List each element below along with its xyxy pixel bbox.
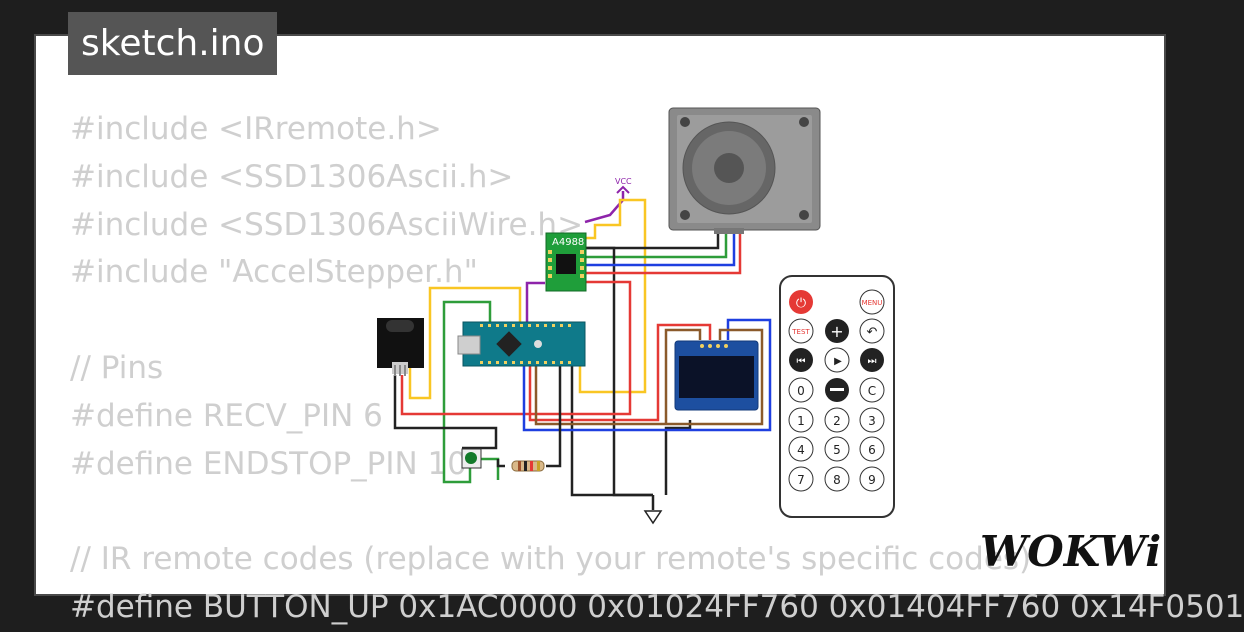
- digit-label: 1: [797, 414, 805, 428]
- wire-red-motor: [585, 232, 742, 275]
- code-background: #include <IRremote.h> #include <SSD1306A…: [70, 106, 1244, 632]
- ir-receiver[interactable]: [377, 318, 424, 376]
- stepper-motor[interactable]: [668, 107, 821, 234]
- digit-keypad: 1 2 3 4 5 6 7 8 9: [788, 407, 885, 492]
- minus-icon: [830, 388, 844, 391]
- code-line: #include <SSD1306AsciiWire.h>: [70, 206, 584, 243]
- wire-black-nano: [570, 366, 653, 497]
- digit-button[interactable]: [859, 407, 885, 433]
- code-line: // Pins: [70, 349, 164, 386]
- ir-remote[interactable]: ⏻ MENU TEST + ↶ ⏮ ▶ ⏭ 0 C 1 2 3: [779, 275, 895, 518]
- clear-label: C: [868, 384, 876, 398]
- test-label: TEST: [791, 328, 810, 336]
- zero-button[interactable]: [788, 377, 814, 403]
- oled-display[interactable]: [674, 340, 759, 411]
- wire-purple-ir: [525, 281, 545, 322]
- fast-forward-icon: ⏭: [868, 356, 877, 367]
- digit-button[interactable]: [824, 436, 850, 462]
- code-line: #include <SSD1306Ascii.h>: [70, 158, 514, 195]
- preview-frame: #include <IRremote.h> #include <SSD1306A…: [34, 34, 1244, 625]
- power-button[interactable]: [789, 290, 813, 314]
- sketch-title: sketch.ino: [68, 12, 278, 75]
- wire-black-resistor: [546, 366, 562, 468]
- plus-icon: +: [830, 322, 843, 341]
- code-line: #define BUTTON_UP 0x1AC0000 0x01024FF760…: [70, 588, 1244, 625]
- digit-label: 5: [833, 443, 841, 457]
- arduino-nano[interactable]: [457, 321, 586, 367]
- wokwi-logo-text: WOKWi: [980, 527, 1161, 576]
- fast-forward-button[interactable]: [860, 348, 884, 372]
- vcc-marker: VCC: [615, 177, 632, 194]
- wire-blue-oled: [522, 318, 772, 432]
- digit-label: 9: [868, 473, 876, 487]
- digit-label: 6: [868, 443, 876, 457]
- circuit-diagram: A4988 VCC: [377, 107, 895, 525]
- wire-black-driver: [585, 246, 653, 497]
- test-button[interactable]: [788, 318, 814, 344]
- clear-button[interactable]: [859, 377, 885, 403]
- play-icon: ▶: [834, 356, 842, 367]
- digit-button[interactable]: [859, 436, 885, 462]
- resistor: [511, 460, 545, 472]
- wokwi-logo: WOKWi: [980, 527, 1161, 576]
- rewind-button[interactable]: [789, 348, 813, 372]
- a4988-driver[interactable]: A4988: [545, 232, 587, 292]
- zero-label: 0: [797, 384, 805, 398]
- plus-button[interactable]: [825, 319, 849, 343]
- digit-button[interactable]: [788, 466, 814, 492]
- digit-label: 7: [797, 473, 805, 487]
- menu-button[interactable]: [859, 289, 885, 315]
- ground-symbol: [643, 510, 663, 525]
- wire-red-ir: [400, 280, 632, 416]
- wire-brown-oled: [534, 328, 764, 426]
- digit-button[interactable]: [824, 407, 850, 433]
- power-icon: ⏻: [796, 296, 806, 311]
- digit-label: 3: [868, 414, 876, 428]
- code-line: #define RECV_PIN 6: [70, 397, 383, 434]
- wire-blue-motor: [585, 232, 736, 267]
- wire-yellow-vcc: [578, 198, 647, 394]
- wire-resistor-left: [496, 459, 505, 468]
- digit-button[interactable]: [788, 436, 814, 462]
- wire-vcc: [584, 191, 625, 224]
- code-line: // IR remote codes (replace with your re…: [70, 541, 1032, 578]
- code-line: #define ENDSTOP_PIN 10: [70, 445, 468, 482]
- code-line: #include <IRremote.h>: [70, 111, 442, 147]
- digit-button[interactable]: [788, 407, 814, 433]
- digit-label: 4: [797, 443, 805, 457]
- rewind-icon: ⏮: [797, 356, 806, 367]
- digit-button[interactable]: [824, 466, 850, 492]
- menu-label: MENU: [862, 299, 883, 307]
- code-line: #include "AccelStepper.h": [70, 254, 478, 291]
- play-button[interactable]: [824, 347, 850, 373]
- back-arrow-icon: ↶: [867, 325, 878, 340]
- wire-black-motor: [585, 232, 720, 250]
- wire-black-gnd1: [393, 375, 498, 450]
- digit-label: 2: [833, 414, 841, 428]
- endstop-button[interactable]: [461, 448, 482, 469]
- wires: [393, 191, 772, 510]
- wire-green-motor: [585, 232, 728, 259]
- digit-button[interactable]: [859, 466, 885, 492]
- wire-green-button: [442, 300, 492, 484]
- wire-red-oled: [528, 323, 712, 422]
- driver-label: A4988: [552, 237, 584, 248]
- wire-green-button2: [481, 457, 500, 480]
- digit-label: 8: [833, 473, 841, 487]
- vcc-label: VCC: [615, 177, 632, 186]
- back-button[interactable]: [859, 318, 885, 344]
- wire-brown-oled2: [664, 328, 702, 424]
